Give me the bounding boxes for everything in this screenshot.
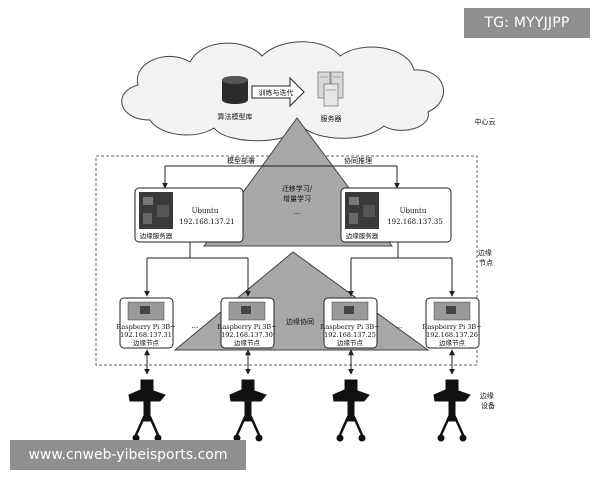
robot-device-icon <box>332 379 370 442</box>
pi-box <box>425 297 480 349</box>
deploy-inference-arrows <box>162 165 400 189</box>
edge-server-caption: 边缘服务器 <box>346 231 379 240</box>
pi-ip: 192.168.137.25 <box>324 331 376 339</box>
edge-devices-region-label-line1: 边缘 <box>480 391 494 400</box>
pi-box <box>119 297 174 349</box>
edge-server-ip: 192.168.137.21 <box>179 218 235 226</box>
edge-node-region-label: 边缘 节点 <box>478 248 494 267</box>
edge-server-os: Ubuntu <box>192 207 219 215</box>
pi-box <box>220 297 275 349</box>
collaboration-triangle <box>173 251 430 351</box>
training-label: 训练与迭代 <box>259 88 294 97</box>
triangle-ellipsis: ... <box>294 208 301 216</box>
robot-device-icon <box>128 379 166 442</box>
transfer-learning-label: 迁移学习/ <box>282 184 313 193</box>
edge-server-caption: 边缘服务器 <box>140 231 173 240</box>
incremental-learning-label: 增量学习 <box>283 194 311 203</box>
pi-model: Raspberry Pi 3B+ <box>217 323 276 331</box>
collaboration-label: 边缘协同 <box>286 317 314 326</box>
pi-caption: 边缘节点 <box>337 338 364 347</box>
database-icon <box>222 76 248 104</box>
pi-ellipsis: ... <box>396 322 403 330</box>
server-icon <box>317 71 344 107</box>
server-label: 服务器 <box>321 114 342 123</box>
edge-server-box <box>134 187 244 243</box>
edge-devices-region-label: 边缘 设备 <box>480 391 496 410</box>
robot-device-icon <box>433 379 471 442</box>
pi-caption: 边缘节点 <box>133 338 160 347</box>
central-cloud-label: 中心云 <box>475 117 496 126</box>
co-inference-label: 协同推理 <box>344 156 372 165</box>
tg-watermark: TG: MYYJJPP <box>464 8 590 38</box>
url-watermark: www.cnweb-yibeisports.com <box>10 440 246 470</box>
edge-server-box <box>340 187 452 243</box>
edge-server-os: Ubuntu <box>400 207 427 215</box>
pi-caption: 边缘节点 <box>439 338 466 347</box>
pi-model: Raspberry Pi 3B+ <box>320 323 379 331</box>
pi-model: Raspberry Pi 3B+ <box>116 323 175 331</box>
robot-device-icon <box>229 379 267 442</box>
edge-node-region-label-line2: 节点 <box>479 259 493 267</box>
edge-node-region-label-line1: 边缘 <box>478 248 492 257</box>
pi-caption: 边缘节点 <box>234 338 261 347</box>
pi-model: Raspberry Pi 3B+ <box>422 323 481 331</box>
pi-ip: 192.168.137.30 <box>221 331 273 339</box>
pi-device-connectors <box>144 349 455 375</box>
model-repo-label: 算法模型库 <box>218 112 253 121</box>
model-deploy-label: 模型部署 <box>227 156 255 165</box>
edge-server-ip: 192.168.137.35 <box>387 218 443 226</box>
training-arrow <box>251 76 305 108</box>
pi-ellipsis: ... <box>192 322 199 330</box>
pi-ip: 192.168.137.26 <box>426 331 478 339</box>
server-pi-connectors <box>144 242 455 297</box>
pi-box <box>323 297 378 349</box>
edge-devices-region-label-line2: 设备 <box>481 401 495 410</box>
pi-ip: 192.168.137.31 <box>120 331 172 339</box>
